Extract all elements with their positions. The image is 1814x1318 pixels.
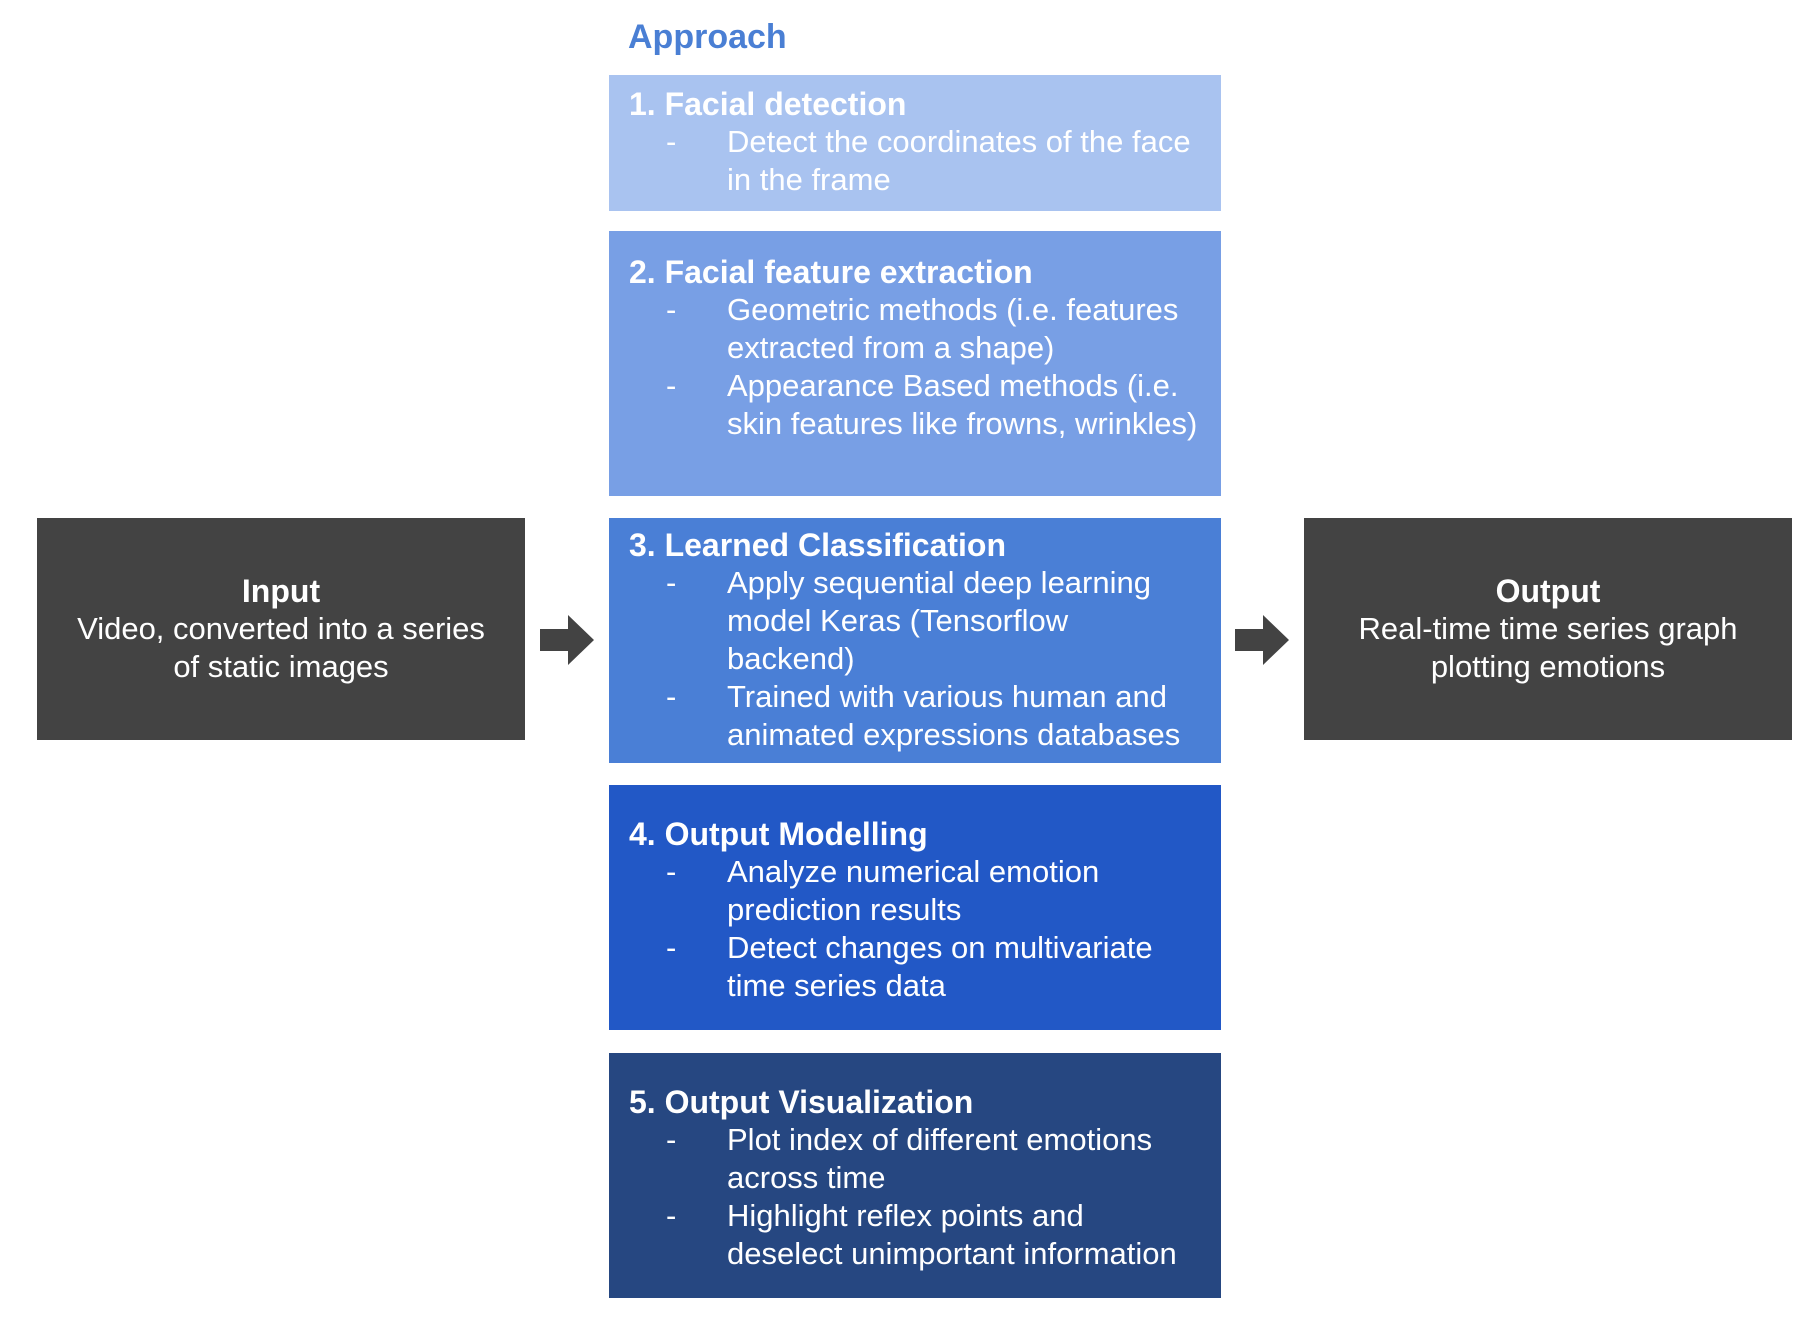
bullet-text: Analyze numerical emotion prediction res…	[727, 854, 1100, 927]
bullet-list: - Plot index of different emotions acros…	[629, 1121, 1201, 1273]
step-facial-detection: 1. Facial detection - Detect the coordin…	[609, 75, 1221, 211]
bullet-dash: -	[666, 565, 677, 600]
output-box: Output Real-time time series graph plott…	[1304, 518, 1792, 740]
approach-title: Approach	[628, 18, 787, 56]
bullet-text: Plot index of different emotions across …	[727, 1122, 1153, 1195]
bullet-list: - Detect the coordinates of the face in …	[629, 123, 1201, 199]
bullet-text: Highlight reflex points and deselect uni…	[727, 1198, 1177, 1271]
bullet-list: - Analyze numerical emotion prediction r…	[629, 853, 1201, 1005]
bullet-item: - Highlight reflex points and deselect u…	[629, 1197, 1201, 1273]
bullet-text: Detect the coordinates of the face in th…	[727, 124, 1191, 197]
bullet-list: - Geometric methods (i.e. features extra…	[629, 291, 1201, 443]
bullet-text: Geometric methods (i.e. features extract…	[727, 292, 1179, 365]
input-box: Input Video, converted into a series of …	[37, 518, 525, 740]
bullet-dash: -	[666, 1122, 677, 1157]
step-title: 2. Facial feature extraction	[629, 254, 1033, 290]
input-description: Video, converted into a series of static…	[77, 611, 485, 684]
bullet-item: - Detect changes on multivariate time se…	[629, 929, 1201, 1005]
bullet-item: - Detect the coordinates of the face in …	[629, 123, 1201, 199]
bullet-text: Apply sequential deep learning model Ker…	[727, 565, 1151, 676]
bullet-dash: -	[666, 930, 677, 965]
step-title: 3. Learned Classification	[629, 527, 1007, 563]
arrow-right-icon	[1235, 615, 1289, 665]
bullet-dash: -	[666, 1198, 677, 1233]
output-description: Real-time time series graph plotting emo…	[1358, 611, 1738, 684]
bullet-text: Appearance Based methods (i.e. skin feat…	[727, 368, 1198, 441]
step-output-visualization: 5. Output Visualization - Plot index of …	[609, 1053, 1221, 1298]
arrow-right-icon	[540, 615, 594, 665]
bullet-dash: -	[666, 854, 677, 889]
bullet-text: Trained with various human and animated …	[727, 679, 1181, 752]
bullet-dash: -	[666, 679, 677, 714]
bullet-item: - Geometric methods (i.e. features extra…	[629, 291, 1201, 367]
step-output-modelling: 4. Output Modelling - Analyze numerical …	[609, 785, 1221, 1030]
bullet-list: - Apply sequential deep learning model K…	[629, 564, 1201, 754]
bullet-item: - Analyze numerical emotion prediction r…	[629, 853, 1201, 929]
bullet-dash: -	[666, 124, 677, 159]
output-title: Output	[1495, 573, 1601, 609]
step-learned-classification: 3. Learned Classification - Apply sequen…	[609, 518, 1221, 763]
input-title: Input	[241, 573, 321, 609]
step-title: 1. Facial detection	[629, 86, 907, 122]
bullet-item: - Plot index of different emotions acros…	[629, 1121, 1201, 1197]
step-title: 4. Output Modelling	[629, 816, 928, 852]
bullet-text: Detect changes on multivariate time seri…	[727, 930, 1153, 1003]
bullet-dash: -	[666, 292, 677, 327]
bullet-item: - Trained with various human and animate…	[629, 678, 1201, 754]
bullet-item: - Appearance Based methods (i.e. skin fe…	[629, 367, 1201, 443]
bullet-dash: -	[666, 368, 677, 403]
step-facial-feature-extraction: 2. Facial feature extraction - Geometric…	[609, 231, 1221, 496]
bullet-item: - Apply sequential deep learning model K…	[629, 564, 1201, 678]
step-title: 5. Output Visualization	[629, 1084, 974, 1120]
